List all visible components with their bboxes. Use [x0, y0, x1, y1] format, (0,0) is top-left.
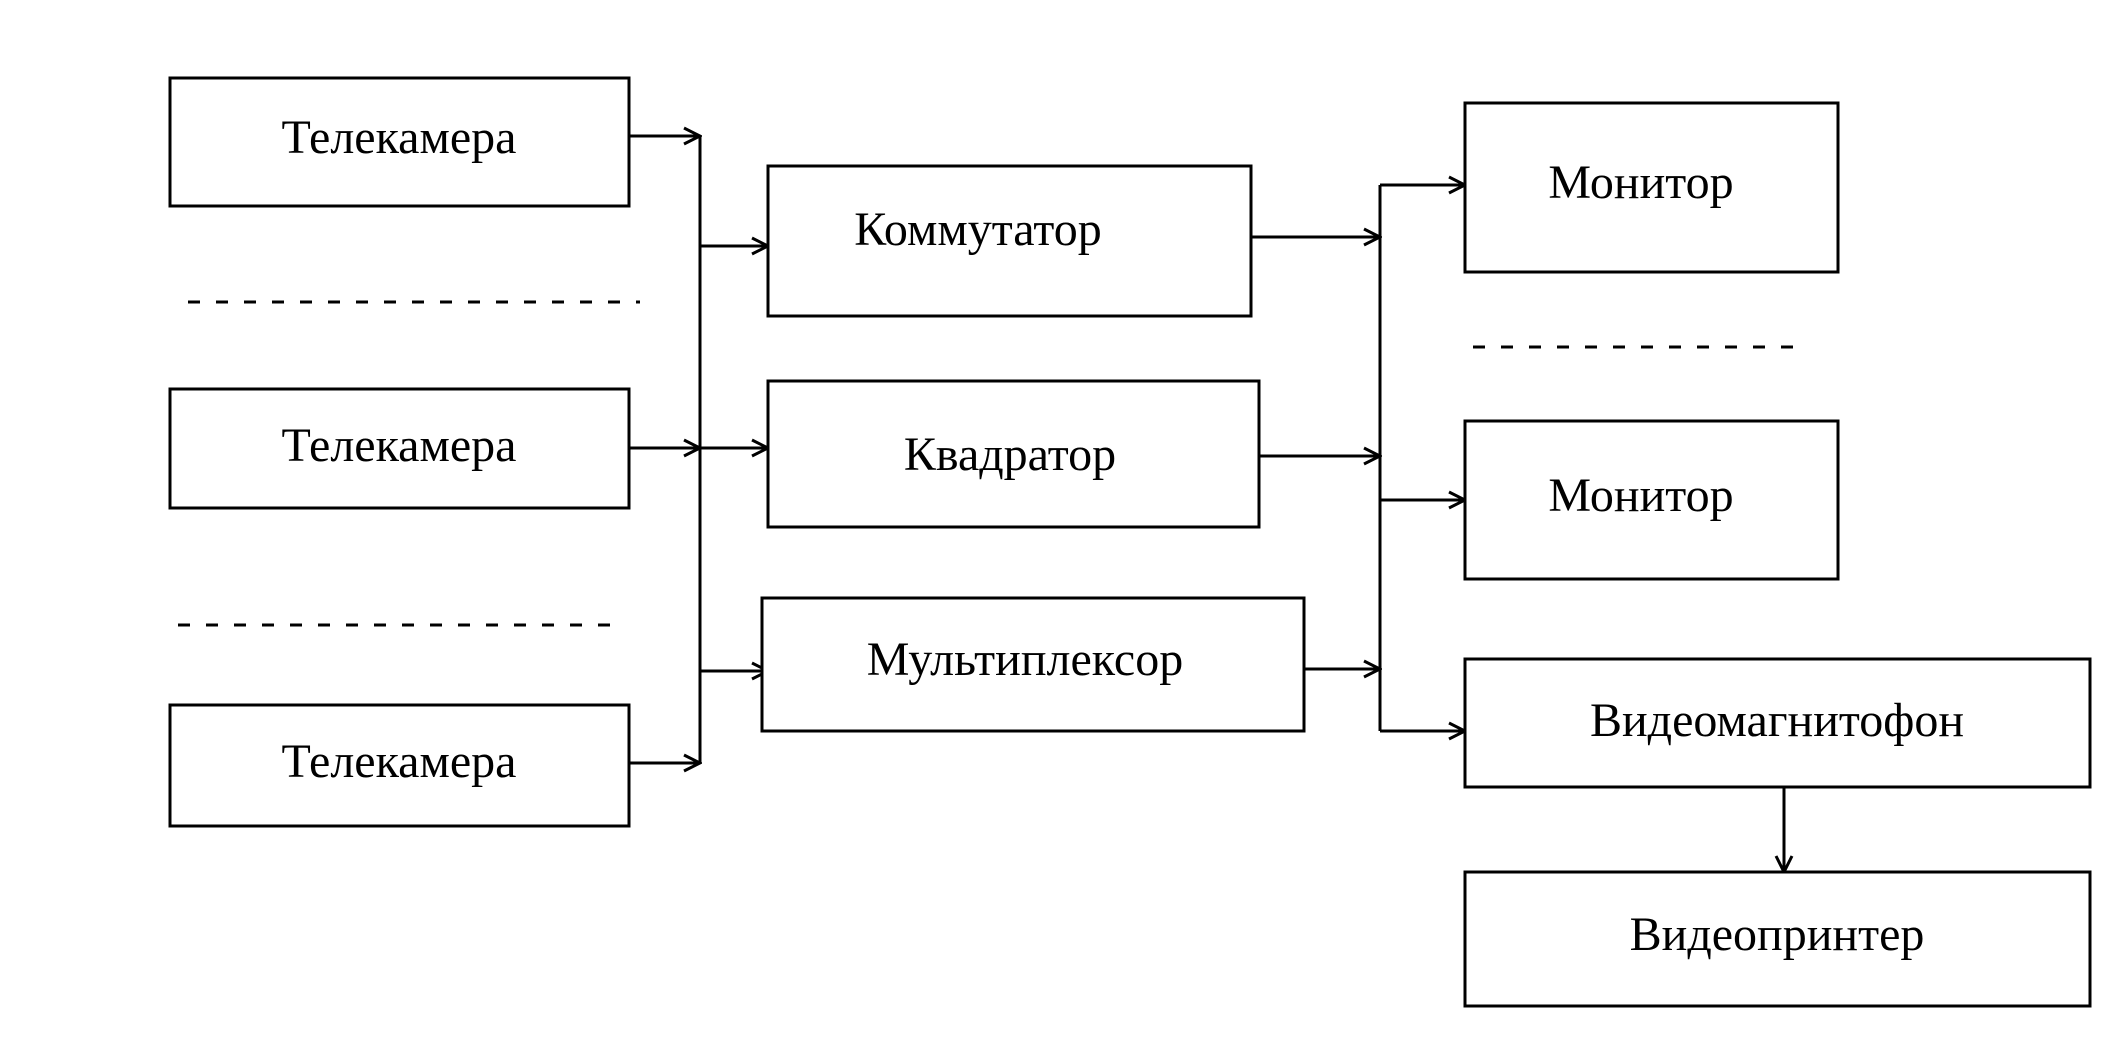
node-quad: Квадратор: [766, 379, 1261, 529]
node-mux-label: Мультиплексор: [867, 633, 1183, 686]
node-camera1-label: Телекамера: [282, 111, 517, 164]
node-printer: Видеопринтер: [1463, 870, 2092, 1008]
nodes: Телекамера Телекамера Телекамера Коммута…: [168, 76, 2092, 1008]
node-camera3: Телекамера: [168, 703, 631, 828]
node-monitor2-label: Монитор: [1548, 469, 1733, 522]
node-camera1: Телекамера: [168, 76, 631, 208]
node-monitor1: Монитор: [1463, 101, 1840, 274]
node-mux: Мультиплексор: [760, 596, 1306, 733]
node-monitor1-label: Монитор: [1548, 156, 1733, 209]
node-vcr: Видеомагнитофон: [1463, 657, 2092, 789]
ellipsis-separators: [178, 300, 1800, 627]
node-camera3-label: Телекамера: [282, 735, 517, 788]
node-monitor2: Монитор: [1463, 419, 1840, 581]
node-quad-label: Квадратор: [904, 428, 1116, 481]
node-switcher-label: Коммутатор: [854, 203, 1101, 256]
node-camera2-label: Телекамера: [282, 419, 517, 472]
node-printer-label: Видеопринтер: [1630, 908, 1925, 961]
connectors: [628, 136, 1784, 872]
node-vcr-label: Видеомагнитофон: [1590, 694, 1964, 747]
node-switcher: Коммутатор: [766, 164, 1253, 318]
node-camera2: Телекамера: [168, 387, 631, 510]
